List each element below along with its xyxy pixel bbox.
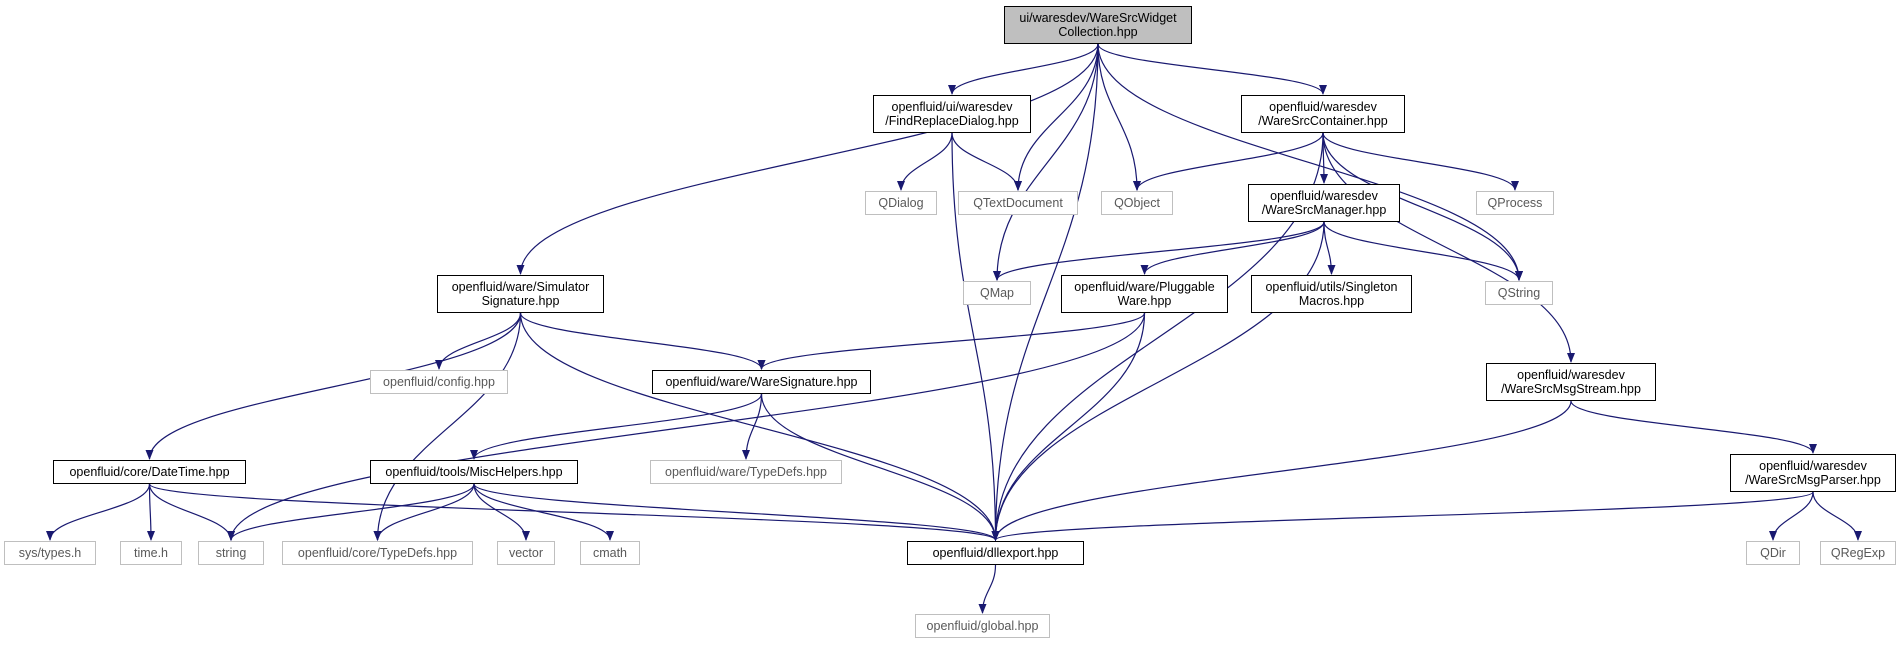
node-mischelpers[interactable]: openfluid/tools/MiscHelpers.hpp [370,460,578,484]
edge-frd-qtextdoc [951,132,1022,191]
edge-wsm-qstring [1323,221,1523,281]
edge-simsig-dllexport [519,312,1000,541]
edge-waresig-waretypedefs [742,393,763,460]
node-singletonmacros[interactable]: openfluid/utils/Singleton Macros.hpp [1251,275,1412,313]
edge-msgparser-dllexport [991,491,1814,541]
edge-waresig-misc [470,393,763,460]
node-qmap[interactable]: QMap [963,281,1031,305]
edge-wsm-qmap [993,221,1325,281]
node-systypes[interactable]: sys/types.h [4,541,96,565]
edge-simsig-coretypedefs [373,312,522,541]
edge-root-qtextdoc [1014,43,1099,191]
edge-datetime-dllexport [148,483,1000,541]
edge-wsc-qobject [1133,132,1324,191]
node-qdir[interactable]: QDir [1746,541,1800,565]
edge-misc-coretypedefs [373,483,475,541]
node-simulatorsignature[interactable]: openfluid/ware/Simulator Signature.hpp [437,275,604,313]
edge-frd-dllexport [951,132,1000,541]
node-qdialog[interactable]: QDialog [865,191,937,215]
node-waresignature[interactable]: openfluid/ware/WareSignature.hpp [652,370,871,394]
node-dllexport[interactable]: openfluid/dllexport.hpp [907,541,1084,565]
edge-root-simsig [516,43,1099,275]
node-waresrcmsgparser[interactable]: openfluid/waresdev /WareSrcMsgParser.hpp [1730,454,1896,492]
edge-misc-vector [473,483,530,541]
edge-wsm-pluggable [1140,221,1325,275]
node-root[interactable]: ui/waresdev/WareSrcWidget Collection.hpp [1004,6,1192,44]
node-waretypedefs[interactable]: openfluid/ware/TypeDefs.hpp [650,460,842,484]
node-qtextdocument[interactable]: QTextDocument [958,191,1078,215]
node-qstring[interactable]: QString [1485,281,1553,305]
edge-root-frd [948,43,1099,95]
edge-pluggable-waresig [757,312,1146,370]
edge-pluggable-dllexport [991,312,1146,541]
edge-msgparser-qdir [1769,491,1814,541]
edge-frd-qdialog [897,132,953,191]
node-qobject[interactable]: QObject [1101,191,1173,215]
edge-root-wsc [1097,43,1327,95]
edge-msgparser-qregexp [1812,491,1862,541]
node-datetime[interactable]: openfluid/core/DateTime.hpp [53,460,246,484]
node-config[interactable]: openfluid/config.hpp [370,370,508,394]
edge-root-qmap [993,43,1099,281]
edge-dllexport-global [978,564,997,614]
edge-msgstream-msgparser [1570,400,1817,454]
edge-misc-dllexport [473,483,1000,541]
edge-root-dllexport [991,43,1099,541]
node-string[interactable]: string [198,541,264,565]
node-waresrcmsgstream[interactable]: openfluid/waresdev /WareSrcMsgStream.hpp [1486,363,1656,401]
edge-datetime-systypes [46,483,151,541]
edge-wsc-qprocess [1322,132,1519,191]
node-vector[interactable]: vector [497,541,555,565]
node-cmath[interactable]: cmath [580,541,640,565]
edge-wsc-qstring [1322,132,1523,281]
node-qregexp[interactable]: QRegExp [1820,541,1896,565]
edge-misc-cmath [473,483,614,541]
node-findreplacedialog[interactable]: openfluid/ui/waresdev /FindReplaceDialog… [873,95,1031,133]
edge-wsm-dllexport [991,221,1325,541]
edge-waresig-dllexport [760,393,1000,541]
edge-wsc-msgstream [1322,132,1575,363]
node-qprocess[interactable]: QProcess [1476,191,1554,215]
edge-datetime-timeh [146,483,155,541]
node-pluggableware[interactable]: openfluid/ware/Pluggable Ware.hpp [1061,275,1228,313]
edge-simsig-datetime [145,312,522,460]
node-coretypedefs[interactable]: openfluid/core/TypeDefs.hpp [282,541,473,565]
edge-root-qstring [1097,43,1523,281]
edge-msgstream-dllexport [991,400,1572,541]
node-global[interactable]: openfluid/global.hpp [915,614,1050,638]
node-timeh[interactable]: time.h [120,541,182,565]
edge-misc-string [227,483,475,541]
edge-root-qobject [1097,43,1141,191]
node-waresrcmanager[interactable]: openfluid/waresdev /WareSrcManager.hpp [1248,184,1400,222]
edge-simsig-waresig [519,312,766,370]
node-waresrccontainer[interactable]: openfluid/waresdev /WareSrcContainer.hpp [1241,95,1405,133]
edge-datetime-string [148,483,235,541]
